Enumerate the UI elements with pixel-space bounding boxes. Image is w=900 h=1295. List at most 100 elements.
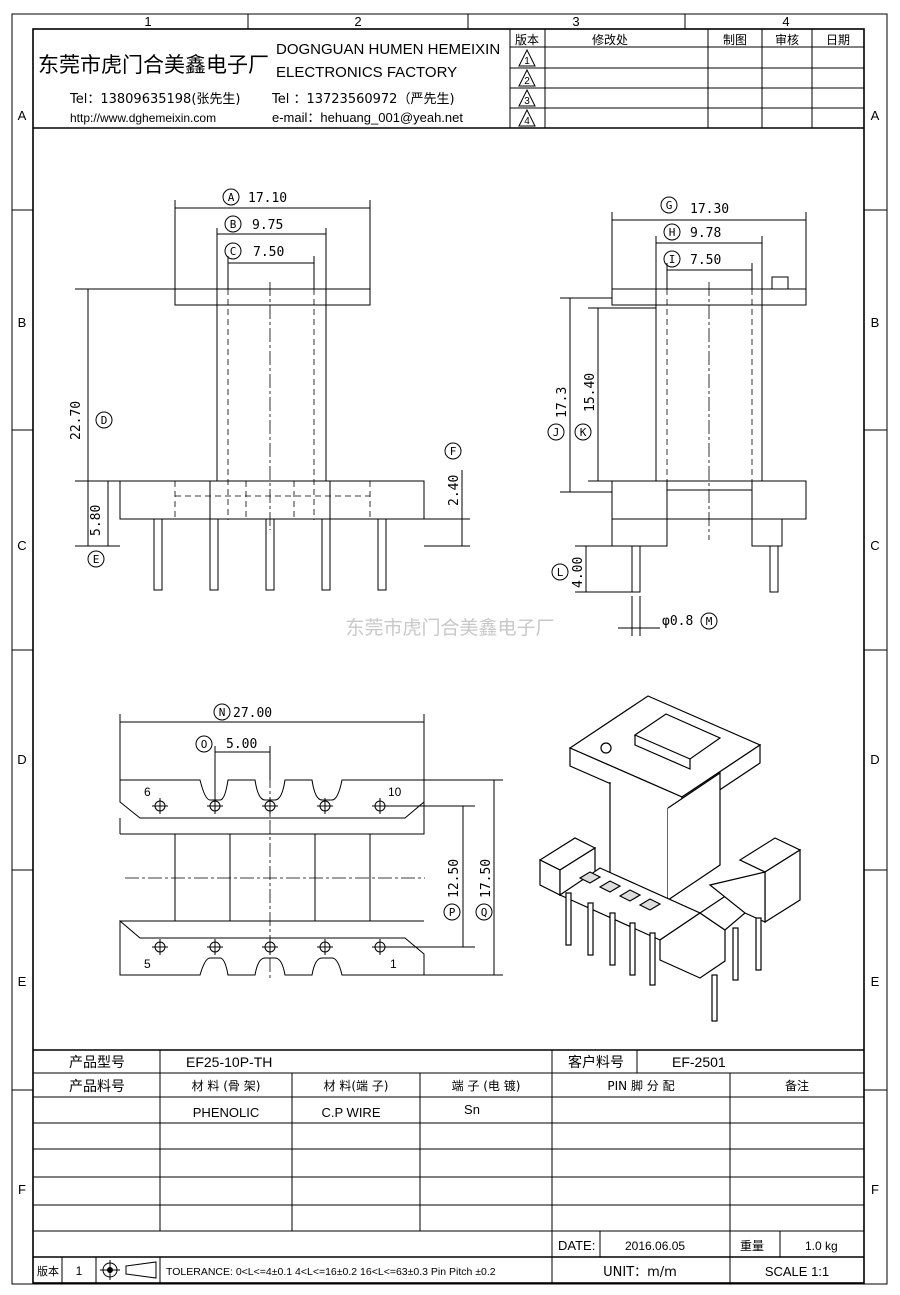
title-block — [33, 1049, 864, 1283]
dim-E: 5.80 — [89, 505, 104, 536]
version-value: 1 — [76, 1264, 83, 1278]
dim-P: 12.50 — [447, 859, 462, 898]
grid-col-1: 1 — [144, 14, 151, 29]
grid-row-D-left: D — [17, 752, 26, 767]
svg-text:G: G — [666, 199, 673, 212]
rev-row-1: 1 — [524, 56, 530, 67]
grid-row-B-left: B — [18, 315, 27, 330]
svg-text:L: L — [557, 566, 564, 579]
company-name-en-2: ELECTRONICS FACTORY — [276, 64, 457, 81]
dim-label-N-icon — [213, 703, 231, 721]
dim-Q: 17.50 — [479, 859, 494, 898]
dim-O: 5.00 — [226, 737, 257, 752]
svg-text:E: E — [93, 553, 100, 566]
watermark: 东莞市虎门合美鑫电子厂 — [345, 617, 554, 639]
weight-value: 1.0 kg — [805, 1239, 838, 1253]
svg-text:A: A — [228, 191, 235, 204]
grid-row-C-left: C — [17, 538, 26, 553]
revision-table: 版本 修改处 制图 审核 日期 1 2 3 4 — [510, 29, 864, 128]
inner-border — [32, 28, 865, 1284]
date-label: DATE: — [558, 1238, 595, 1253]
dim-L: 4.00 — [571, 557, 586, 588]
dim-label-I-icon — [663, 250, 681, 268]
front-view — [75, 200, 470, 591]
rev-header-date: 日期 — [826, 33, 850, 47]
grid-row-C-right: C — [870, 538, 879, 553]
company-name-cn: 东莞市虎门合美鑫电子厂 — [38, 53, 269, 77]
rev-row-3: 3 — [524, 96, 530, 107]
dim-A: 17.10 — [248, 191, 287, 206]
svg-text:P: P — [449, 906, 456, 919]
grid-col-3: 3 — [572, 14, 579, 29]
weight-label: 重量 — [740, 1239, 764, 1253]
rev-header-change: 修改处 — [592, 32, 628, 47]
dim-label-E-icon — [87, 550, 105, 568]
rev-triangle-icon — [518, 48, 536, 127]
svg-text:O: O — [201, 738, 208, 751]
grid-row-F-left: F — [18, 1182, 26, 1197]
dim-K: 15.40 — [583, 373, 598, 412]
dim-label-H-icon — [663, 223, 681, 241]
dim-label-P-icon — [443, 903, 461, 921]
material-pin: C.P WIRE — [322, 1105, 381, 1120]
dim-J: 17.3 — [555, 387, 570, 418]
grid-row-E-right: E — [871, 974, 880, 989]
dim-D: 22.70 — [69, 401, 84, 440]
col-material-frame: 材 料 (骨 架) — [192, 1079, 261, 1093]
dim-label-B-icon — [224, 215, 242, 233]
dim-label-D-icon — [95, 411, 113, 429]
dim-label-M-icon — [700, 612, 718, 630]
grid-row-A-right: A — [871, 108, 880, 123]
dim-label-C-icon — [224, 242, 242, 260]
svg-text:M: M — [706, 615, 713, 628]
col-plating: 端 子 (电 镀) — [452, 1079, 521, 1093]
pin-label-10: 10 — [388, 785, 402, 799]
grid-row-E-left: E — [18, 974, 27, 989]
dim-M: φ0.8 — [662, 614, 693, 629]
svg-text:Q: Q — [481, 906, 488, 919]
dim-I: 7.50 — [690, 253, 721, 268]
dim-label-J-icon — [547, 423, 565, 441]
grid-col-2: 2 — [354, 14, 361, 29]
version-label: 版本 — [37, 1264, 59, 1278]
bottom-view — [119, 714, 503, 980]
svg-text:C: C — [230, 245, 237, 258]
customer-no: EF-2501 — [672, 1054, 726, 1070]
contact-email[interactable]: e-mail：hehuang_001@yeah.net — [272, 110, 463, 125]
plating: Sn — [464, 1102, 480, 1117]
dim-label-O-icon — [195, 735, 213, 753]
rev-row-2: 2 — [524, 76, 530, 87]
contact-tel-2: Tel ：13723560972（严先生) — [271, 92, 455, 107]
projection-symbol-icon — [100, 1260, 157, 1280]
rev-header-checked: 审核 — [775, 32, 799, 47]
grid-row-D-right: D — [870, 752, 879, 767]
tolerance-note: TOLERANCE: 0<L<=4±0.1 4<L<=16±0.2 16<L<=… — [166, 1266, 496, 1278]
dim-label-L-icon — [551, 563, 569, 581]
svg-text:F: F — [450, 445, 457, 458]
dim-G: 17.30 — [690, 202, 729, 217]
grid-col-4: 4 — [782, 14, 789, 29]
company-url[interactable]: http://www.dghemeixin.com — [70, 111, 216, 125]
dim-label-G-icon — [660, 196, 678, 214]
col-pin-assign: PIN 脚 分 配 — [607, 1078, 674, 1093]
svg-text:D: D — [101, 414, 108, 427]
pin-label-6: 6 — [144, 785, 151, 799]
contact-tel-1: Tel：13809635198(张先生) — [69, 92, 240, 107]
unit: UNIT：m/m — [603, 1265, 677, 1280]
material-frame: PHENOLIC — [193, 1105, 259, 1120]
svg-text:B: B — [230, 218, 237, 231]
dim-H: 9.78 — [690, 226, 721, 241]
dim-C: 7.50 — [253, 245, 284, 260]
pin-label-1: 1 — [390, 957, 397, 971]
dim-label-K-icon — [574, 423, 592, 441]
dim-label-Q-icon — [475, 903, 493, 921]
col-material-pin: 材 料(端 子) — [324, 1079, 389, 1093]
col-remark: 备注 — [785, 1078, 809, 1093]
grid-row-A-left: A — [18, 108, 27, 123]
dim-B: 9.75 — [252, 218, 283, 233]
dim-label-A-icon — [222, 188, 240, 206]
dim-N: 27.00 — [233, 706, 272, 721]
rev-row-4: 4 — [524, 116, 530, 127]
date-value: 2016.06.05 — [625, 1239, 685, 1253]
